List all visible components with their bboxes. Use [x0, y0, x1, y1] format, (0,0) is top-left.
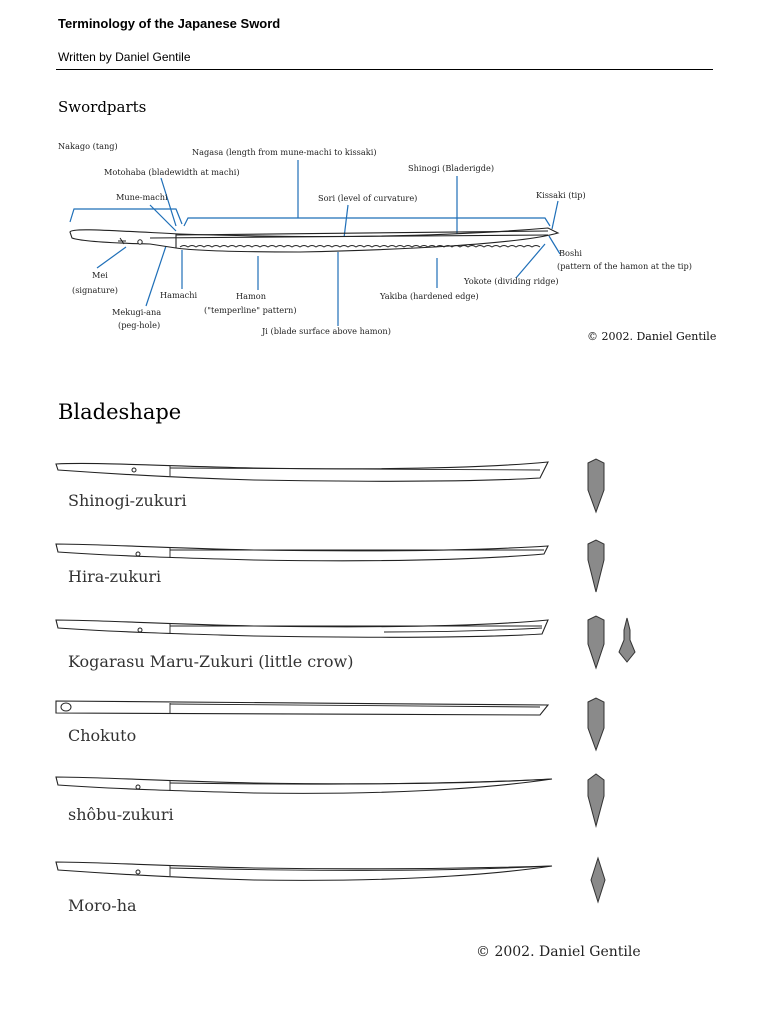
label-boshi-desc: (pattern of the hamon at the tip) [557, 261, 692, 271]
label-hamon-desc: ("temperline" pattern) [204, 305, 297, 315]
cross-section-kogarasu-tip [618, 617, 636, 663]
label-ji: Ji (blade surface above hamon) [262, 326, 391, 336]
label-mekugi-desc: (peg-hole) [118, 320, 161, 330]
blade-name-1: Shinogi-zukuri [68, 491, 187, 510]
cross-section-shobu [587, 773, 605, 828]
cross-section-shinogi [587, 458, 605, 514]
label-hamachi: Hamachi [160, 290, 198, 300]
blade-chokuto [55, 700, 550, 716]
blade-name-4: Chokuto [68, 726, 137, 745]
label-boshi: Boshi [559, 248, 583, 258]
cross-section-kogarasu [587, 615, 605, 670]
label-mekugi: Mekugi-ana [112, 307, 162, 317]
label-mei: Mei [92, 270, 108, 280]
label-nagasa: Nagasa (length from mune-machi to kissak… [192, 147, 377, 157]
blade-kogarasu-maru-zukuri [55, 619, 549, 638]
cross-section-hira [587, 539, 605, 593]
label-yakiba: Yakiba (hardened edge) [380, 291, 479, 301]
header-rule [56, 69, 713, 70]
label-motohaba: Motohaba (bladewidth at machi) [104, 167, 240, 177]
label-sori: Sori (level of curvature) [318, 193, 418, 203]
blade-shinogi-zukuri [55, 461, 549, 482]
blade-name-6: Moro-ha [68, 896, 137, 915]
label-nakago: Nakago (tang) [58, 141, 118, 151]
label-mei-desc: (signature) [72, 285, 118, 295]
cross-section-chokuto [587, 697, 605, 752]
label-hamon: Hamon [236, 291, 266, 301]
blade-moro-ha [55, 861, 553, 881]
blade-hira-zukuri [55, 543, 549, 562]
blade-name-2: Hira-zukuri [68, 567, 162, 586]
bladeshape-heading: Bladeshape [58, 400, 182, 424]
label-shinogi: Shinogi (Bladerigde) [408, 163, 495, 173]
doc-title: Terminology of the Japanese Sword [58, 16, 281, 31]
label-munemachi: Mune-machi [116, 192, 168, 202]
cross-section-moro-ha [590, 856, 606, 904]
swordparts-heading: Swordparts [58, 98, 147, 116]
label-kissaki: Kissaki (tip) [536, 190, 586, 200]
swordparts-copyright: © 2002. Daniel Gentile [587, 330, 717, 343]
swordparts-diagram [69, 160, 561, 326]
bladeshape-copyright: © 2002. Daniel Gentile [476, 944, 641, 960]
label-yokote: Yokote (dividing ridge) [464, 276, 559, 286]
doc-author: Written by Daniel Gentile [58, 50, 191, 64]
blade-shobu-zukuri [55, 776, 553, 794]
blade-name-3: Kogarasu Maru-Zukuri (little crow) [68, 652, 354, 671]
blade-name-5: shôbu-zukuri [68, 805, 174, 824]
